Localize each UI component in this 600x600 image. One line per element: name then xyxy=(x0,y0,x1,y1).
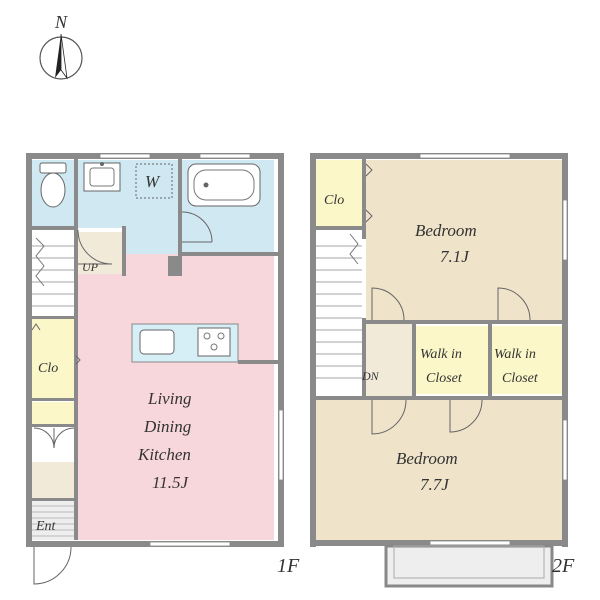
walkin-2-label-line1: Walk in xyxy=(494,347,536,362)
walk-in-closet-2 xyxy=(492,326,562,394)
bedroom-2 xyxy=(316,400,562,540)
closet-2f xyxy=(316,160,364,226)
bedroom-2-size: 7.7J xyxy=(420,475,450,494)
washroom-label: W xyxy=(145,172,161,191)
washing-machine-space xyxy=(135,163,173,199)
floor-2-label: 2F xyxy=(552,555,575,577)
sink-icon xyxy=(83,162,121,192)
floor-1-plan: W UP Clo Living Dining Kitchen 11 xyxy=(26,153,300,585)
stove-icon xyxy=(197,327,231,357)
walkin-2-label-line2: Closet xyxy=(502,371,539,386)
closet-1f-label: Clo xyxy=(38,361,58,376)
floor-1-label: 1F xyxy=(277,555,300,577)
compass-label: N xyxy=(54,12,68,32)
ldk-label-line1: Living xyxy=(147,389,191,408)
bedroom-1-door-icon xyxy=(371,287,405,321)
north-compass: N xyxy=(39,12,83,80)
bedroom-1-label: Bedroom xyxy=(415,221,477,240)
closet-1f xyxy=(32,318,76,398)
balcony xyxy=(384,544,554,588)
closet-2f-label: Clo xyxy=(324,193,344,208)
stairs-down xyxy=(316,233,362,379)
bathtub-icon xyxy=(187,163,261,207)
walkin-1-label-line2: Closet xyxy=(426,371,463,386)
shoe-closet xyxy=(32,402,74,424)
floor-2-plan: Clo Bedroom 7.1J Walk in Closet Walk in … xyxy=(310,153,575,588)
bedroom-2-door-icon xyxy=(371,399,407,435)
down-label: DN xyxy=(361,369,380,383)
living-dining-kitchen xyxy=(78,254,274,540)
kitchen-counter xyxy=(131,323,239,363)
walkin-1-label-line1: Walk in xyxy=(420,347,462,362)
bath-door-icon xyxy=(181,211,213,243)
ldk-size: 11.5J xyxy=(152,473,189,492)
bedroom-1 xyxy=(366,160,562,322)
ldk-label-line2: Dining xyxy=(143,417,191,436)
entrance xyxy=(32,500,74,540)
ldk-label-line3: Kitchen xyxy=(137,445,191,464)
compass-arrow-icon xyxy=(55,34,61,78)
up-label: UP xyxy=(82,260,99,274)
kitchen-sink-icon xyxy=(139,329,175,355)
bedroom-1-size: 7.1J xyxy=(440,247,470,266)
walk-in-closet-1 xyxy=(416,326,488,394)
entrance-label: Ent xyxy=(35,519,57,534)
toilet-door-icon xyxy=(77,229,113,265)
toilet-icon xyxy=(39,162,67,208)
front-door-icon xyxy=(33,546,72,585)
bedroom-2-label: Bedroom xyxy=(396,449,458,468)
stairs-up xyxy=(32,232,124,316)
